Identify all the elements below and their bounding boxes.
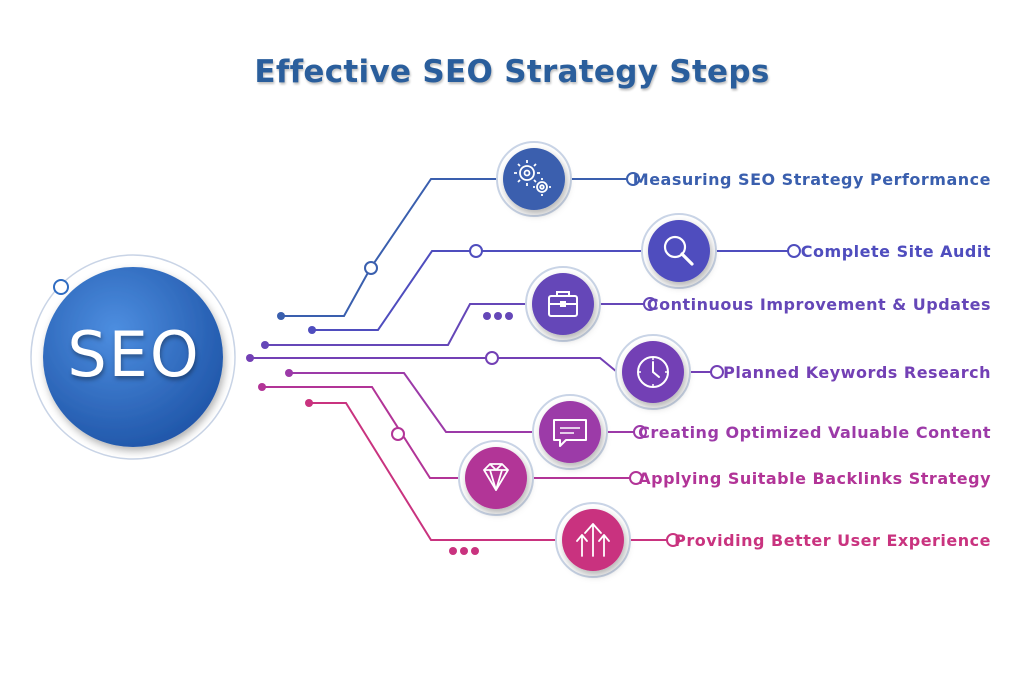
diamond-icon <box>483 463 509 491</box>
step-7-icon-badge <box>555 502 631 578</box>
step-3-icon-badge <box>525 266 601 342</box>
connector-line-4 <box>250 357 618 373</box>
step-label-3: Continuous Improvement & Updates <box>646 295 991 314</box>
start-dot <box>261 341 269 349</box>
end-node <box>787 244 801 258</box>
step-4-icon-badge <box>615 334 691 410</box>
connector-end-nodes <box>626 172 801 547</box>
ellipsis-dot <box>505 312 513 320</box>
step-label-7: Providing Better User Experience <box>674 531 991 550</box>
start-dot <box>246 354 254 362</box>
connector-line-5 <box>289 372 533 433</box>
mid-node <box>469 244 483 258</box>
seo-outer-ring <box>30 254 236 460</box>
step-label-2: Complete Site Audit <box>800 242 991 261</box>
connector-start-dots <box>246 312 316 407</box>
ellipsis-dot <box>460 547 468 555</box>
seo-hub <box>30 254 236 460</box>
step-6-icon-badge <box>458 440 534 516</box>
step-2-icon-badge <box>641 213 717 289</box>
step-1-icon-badge <box>496 141 572 217</box>
start-dot <box>258 383 266 391</box>
seo-ring-node <box>53 279 69 295</box>
connector-mid-nodes <box>364 244 499 441</box>
end-node <box>666 533 680 547</box>
gears-icon <box>514 160 551 196</box>
connector-line-1 <box>281 178 498 317</box>
step-5-icon-badge <box>532 394 608 470</box>
end-node <box>629 471 643 485</box>
magnifier-icon <box>663 235 694 266</box>
end-node <box>643 297 657 311</box>
chat-bubble-icon <box>553 419 587 447</box>
ellipsis-dot <box>471 547 479 555</box>
start-dot <box>277 312 285 320</box>
ellipsis-dot <box>483 312 491 320</box>
mid-node <box>364 261 378 275</box>
start-dot <box>305 399 313 407</box>
connector-line-3 <box>265 303 527 346</box>
step-label-1: Measuring SEO Strategy Performance <box>632 170 991 189</box>
step-label-5: Creating Optimized Valuable Content <box>638 423 991 442</box>
briefcase-icon <box>548 291 578 317</box>
end-node <box>626 172 640 186</box>
ellipsis-dots <box>449 312 513 555</box>
ellipsis-dot <box>449 547 457 555</box>
step-label-6: Applying Suitable Backlinks Strategy <box>638 469 991 488</box>
mid-node <box>391 427 405 441</box>
start-dot <box>285 369 293 377</box>
mid-node <box>485 351 499 365</box>
end-node <box>633 425 647 439</box>
clock-icon <box>637 356 669 388</box>
arrows-up-icon <box>576 523 610 557</box>
start-dot <box>308 326 316 334</box>
seo-label: SEO <box>67 318 201 391</box>
seo-circle <box>43 267 223 447</box>
connector-line-6 <box>262 386 459 479</box>
connector-line-2 <box>312 250 642 331</box>
connector-line-7 <box>309 402 556 541</box>
page-title: Effective SEO Strategy Steps <box>254 54 770 90</box>
step-label-4: Planned Keywords Research <box>723 363 991 382</box>
ellipsis-dot <box>494 312 502 320</box>
end-node <box>710 365 724 379</box>
